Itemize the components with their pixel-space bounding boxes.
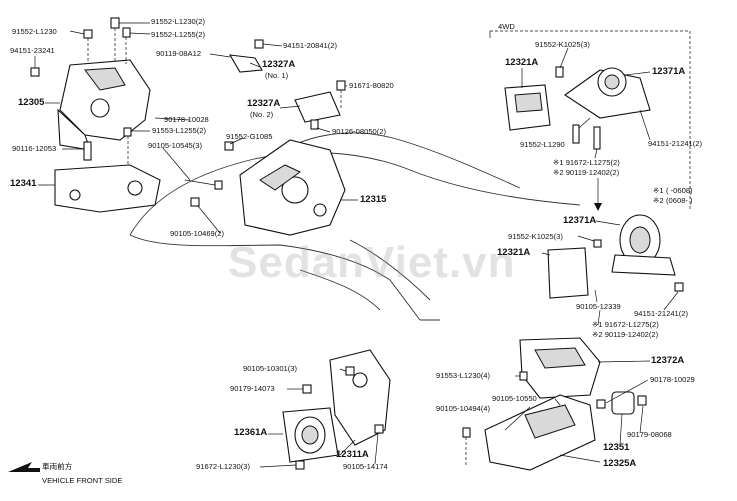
footnote-range2-mark: ※2	[653, 196, 664, 205]
4wd-group-border	[490, 30, 691, 210]
engine-mount-12361a	[282, 407, 339, 463]
label-r2: 91553-L1230(4)	[436, 371, 491, 380]
footnote-range1-mark: ※1	[653, 186, 664, 195]
label-p12: 12327A	[247, 98, 281, 109]
label-p8: 91671-80820	[349, 81, 394, 90]
bracket-12311a	[329, 349, 391, 446]
label-r5: 90105-10494(4)	[436, 404, 491, 413]
label-r3: 90105-10550	[492, 394, 537, 403]
label-p5: 90119-08A12	[156, 49, 202, 58]
label-p10: 90178-10028	[164, 115, 209, 124]
label-q11: 94151-21241(2)	[634, 309, 689, 318]
label-p12-sub: (No. 2)	[250, 110, 274, 119]
label-p2: 91552-L1230(2)	[151, 17, 206, 26]
cushion-12351	[611, 391, 635, 415]
label-p18: 12315	[360, 194, 387, 205]
label-q9: 12321A	[497, 247, 531, 258]
watermark: SedanViet.vn	[228, 238, 516, 287]
bracket-12321a-upper	[504, 84, 551, 131]
label-p16: 90126-08050(2)	[332, 127, 387, 136]
label-s1: 90105-10301(3)	[243, 364, 298, 373]
label-p1: 91552-L1230	[12, 27, 57, 36]
label-q12a: ※1 91672-L1275(2)	[592, 320, 659, 329]
label-q6a: ※1 91672-L1275(2)	[553, 158, 620, 167]
label-q12b: ※2 90119-12402(2)	[592, 330, 659, 339]
bracket-12327a-no1	[228, 54, 263, 73]
label-q10: 90105-12339	[576, 302, 621, 311]
label-s4: 12311A	[336, 449, 369, 460]
label-p15: 91552-G1085	[226, 132, 273, 141]
label-p11: 91553-L1255(2)	[152, 126, 207, 135]
label-p6: 94151-20841(2)	[283, 41, 338, 50]
label-p7: 12327A	[262, 59, 296, 70]
label-q6b: ※2 90119-12402(2)	[553, 168, 620, 177]
leader-lines	[34, 22, 679, 468]
engine-mount-12371a-upper	[564, 67, 651, 119]
label-q5: 94151-21241(2)	[648, 139, 703, 148]
bolt-90105-10545	[184, 179, 223, 190]
label-s2: 90179-14073	[230, 384, 275, 393]
label-p4: 94151-23241	[10, 46, 55, 55]
footnote-range2-value: (0608- )	[666, 196, 693, 205]
4wd-arrow	[594, 178, 602, 211]
bracket-12341	[54, 164, 161, 213]
engine-mount-12305	[57, 59, 151, 151]
label-p7-sub: (No. 1)	[265, 71, 289, 80]
label-q7: 12371A	[563, 215, 597, 226]
label-r7: 12351	[603, 442, 630, 453]
engine-bracket-12315	[239, 139, 346, 236]
vehicle-front-label-en: VEHICLE FRONT SIDE	[42, 476, 123, 485]
label-s3: 12361A	[234, 427, 268, 438]
label-r6: 90179-08068	[627, 430, 672, 439]
vehicle-front-label-jp: 車両前方	[42, 462, 73, 471]
bracket-12372a	[519, 337, 601, 399]
label-p3: 91552-L1255(2)	[151, 30, 206, 39]
label-q1: 12321A	[505, 57, 539, 68]
label-p13: 90116-12053	[12, 144, 57, 153]
label-r8: 12325A	[603, 458, 637, 469]
label-q8: 91552-K1025(3)	[508, 232, 563, 241]
footnote-range1-value: ( -0608)	[666, 186, 693, 195]
label-p19: 90105-10469(2)	[170, 229, 225, 238]
label-r4: 90178-10029	[650, 375, 695, 384]
label-p9: 12305	[18, 97, 45, 108]
label-s5: 91672-L1230(3)	[196, 462, 251, 471]
label-s6: 90105-14174	[343, 462, 388, 471]
bracket-12321a-lower	[547, 247, 589, 299]
label-q2: 91552-K1025(3)	[535, 40, 590, 49]
label-r1: 12372A	[651, 355, 685, 366]
label-q3: 12371A	[652, 66, 686, 77]
bracket-12325a	[484, 394, 596, 471]
vehicle-front-arrow	[8, 462, 40, 472]
section-4wd-label: 4WD	[498, 22, 515, 31]
bracket-12327a-no2	[294, 91, 341, 123]
engine-mount-12371a-lower	[611, 214, 676, 276]
label-q4: 91552-L1290	[520, 140, 565, 149]
engine-block-outline	[129, 132, 581, 321]
bolt-90105-10469	[190, 197, 200, 207]
label-p14: 90105-10545(3)	[148, 141, 203, 150]
label-p17: 12341	[10, 178, 37, 189]
